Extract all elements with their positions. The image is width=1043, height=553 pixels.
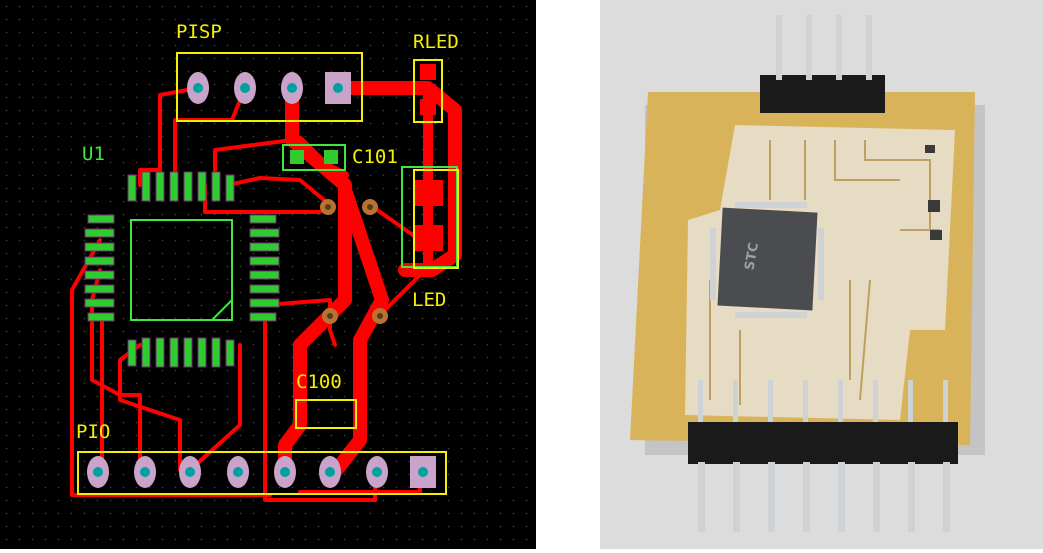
mcu-chip: STC <box>710 202 824 318</box>
smd-components <box>925 145 942 240</box>
board-photo-canvas: STC <box>600 0 1043 549</box>
label-led: LED <box>412 289 446 311</box>
board-photo: STC <box>600 0 1043 549</box>
label-cap-bottom: C100 <box>296 371 342 393</box>
pcb-layout-canvas: PISP RLED C101 LED <box>0 0 536 549</box>
trace-layer <box>70 81 462 502</box>
via-group <box>320 199 388 324</box>
label-resistor: RLED <box>413 31 459 53</box>
io-header <box>77 451 447 495</box>
label-isp-header: PISP <box>176 21 222 43</box>
mcu-footprint <box>84 171 280 368</box>
label-cap-top: C101 <box>352 146 398 168</box>
isp-header <box>176 52 363 122</box>
bottom-pin-header <box>688 380 958 532</box>
label-io-header: PIO <box>76 421 110 443</box>
cap-bottom-footprint <box>295 399 357 429</box>
chip-marking: STC <box>742 241 762 271</box>
resistor-footprint <box>413 59 443 123</box>
led-footprint <box>401 166 459 269</box>
cap-top-footprint <box>282 144 346 171</box>
pcb-layout-view: PISP RLED C101 LED <box>0 0 536 549</box>
copper-traces <box>709 140 940 405</box>
label-mcu: U1 <box>82 143 105 165</box>
top-pin-header <box>760 15 885 113</box>
